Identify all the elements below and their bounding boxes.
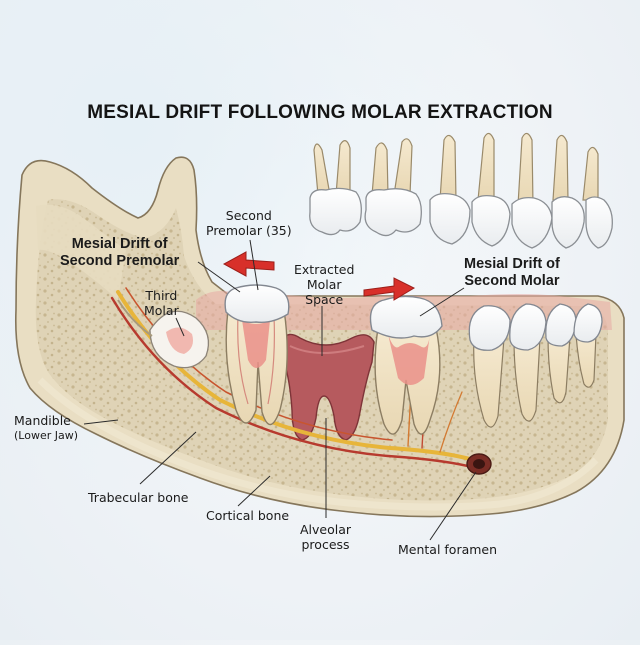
arrow-right-molar	[363, 277, 416, 301]
label-trabecular-bone: Trabecular bone	[88, 490, 189, 505]
mesial-drift-arrows	[222, 251, 416, 301]
lower-front-teeth	[468, 303, 603, 428]
third-molar	[117, 299, 210, 369]
upper-teeth	[309, 132, 613, 249]
label-mesial-drift-molar: Mesial Drift of Second Molar	[464, 256, 560, 289]
extraction-socket	[281, 333, 375, 441]
diagram-title: MESIAL DRIFT FOLLOWING MOLAR EXTRACTION	[87, 102, 553, 123]
leader-lines	[83, 239, 477, 541]
second-molar	[369, 295, 443, 435]
arrow-left-premolar	[222, 251, 275, 277]
label-mandible: Mandible (Lower Jaw)	[14, 413, 79, 442]
label-cortical-bone: Cortical bone	[206, 508, 290, 523]
label-mesial-drift-premolar: Mesial Drift of Second Premolar	[60, 236, 180, 269]
label-alveolar-process: Alveolar process	[300, 522, 352, 552]
label-extracted-space: Extracted Molar Space	[294, 262, 355, 307]
label-third-molar: Third Molar	[144, 288, 179, 318]
second-premolar	[224, 284, 290, 426]
mental-foramen-mark	[466, 453, 492, 475]
label-second-premolar: Second Premolar (35)	[206, 208, 292, 238]
label-mental-foramen: Mental foramen	[398, 542, 498, 557]
